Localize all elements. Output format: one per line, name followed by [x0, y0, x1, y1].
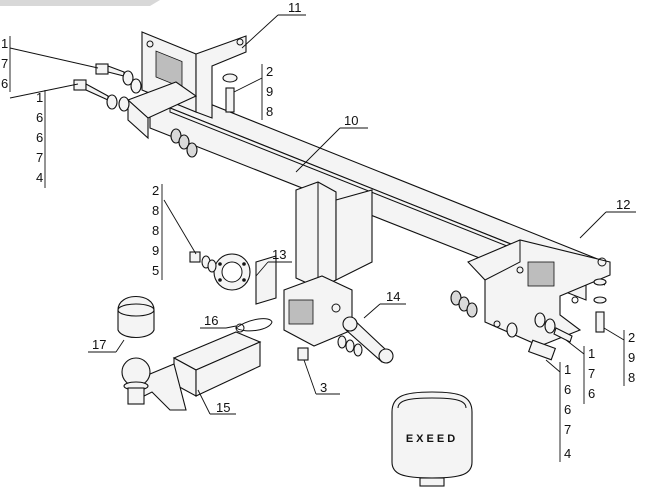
leader-lines: [9, 14, 636, 415]
callout-15: 15: [216, 400, 230, 415]
pin-part-14: [342, 316, 394, 364]
clip-part-16: [235, 318, 273, 333]
svg-text:1: 1: [1, 36, 8, 51]
callouts: 11 10 12 13 14 16 17 15 3 1 7 6 1 6 6 7 …: [1, 0, 635, 462]
exeed-logo-text: EXEED: [406, 433, 458, 445]
stack-right-bottom: 1 6 6 7 4: [559, 362, 571, 462]
svg-text:7: 7: [1, 56, 8, 71]
svg-text:6: 6: [36, 130, 43, 145]
stack-left-mid: 1 6 6 7 4: [36, 90, 46, 188]
svg-text:6: 6: [588, 386, 595, 401]
left-bracket-part-11: [126, 31, 247, 140]
stack-right-side: 2 9 8: [623, 330, 635, 386]
callout-3: 3: [320, 380, 327, 395]
callout-17: 17: [92, 337, 106, 352]
svg-text:2: 2: [152, 183, 159, 198]
svg-text:7: 7: [564, 422, 571, 437]
callout-13: 13: [272, 247, 286, 262]
stack-left-top: 1 7 6: [1, 36, 11, 92]
svg-text:4: 4: [36, 170, 43, 185]
exeed-ball-cover: EXEED: [391, 391, 473, 487]
svg-text:1: 1: [588, 346, 595, 361]
stack-bracket-bolt: 2 8 8 9 5: [152, 183, 163, 280]
stack-washer-top: 2 9 8: [261, 64, 273, 120]
svg-text:6: 6: [1, 76, 8, 91]
svg-text:9: 9: [628, 350, 635, 365]
callout-10: 10: [344, 113, 358, 128]
svg-text:8: 8: [152, 203, 159, 218]
svg-text:2: 2: [266, 64, 273, 79]
receiver-support: [283, 181, 373, 347]
svg-text:5: 5: [152, 263, 159, 278]
svg-text:7: 7: [588, 366, 595, 381]
svg-text:9: 9: [266, 84, 273, 99]
socket-bracket-part-13: [213, 253, 277, 305]
callout-16: 16: [204, 313, 218, 328]
ball-mount-part-15: [121, 331, 262, 411]
svg-text:1: 1: [564, 362, 571, 377]
svg-text:8: 8: [628, 370, 635, 385]
right-bracket-part-12: [467, 239, 611, 347]
svg-text:6: 6: [564, 382, 571, 397]
svg-text:6: 6: [36, 110, 43, 125]
corner-tab: [0, 0, 160, 6]
stack-right-mid: 1 7 6: [583, 346, 595, 404]
hardware-fasteners: [73, 63, 607, 361]
callout-11: 11: [288, 0, 302, 15]
svg-text:4: 4: [564, 446, 571, 461]
svg-text:6: 6: [564, 402, 571, 417]
svg-text:8: 8: [152, 223, 159, 238]
svg-text:2: 2: [628, 330, 635, 345]
svg-text:9: 9: [152, 243, 159, 258]
callout-14: 14: [386, 289, 400, 304]
svg-text:7: 7: [36, 150, 43, 165]
callout-12: 12: [616, 197, 630, 212]
ball-cover-part-17: [117, 296, 155, 339]
svg-text:8: 8: [266, 104, 273, 119]
svg-text:1: 1: [36, 90, 43, 105]
